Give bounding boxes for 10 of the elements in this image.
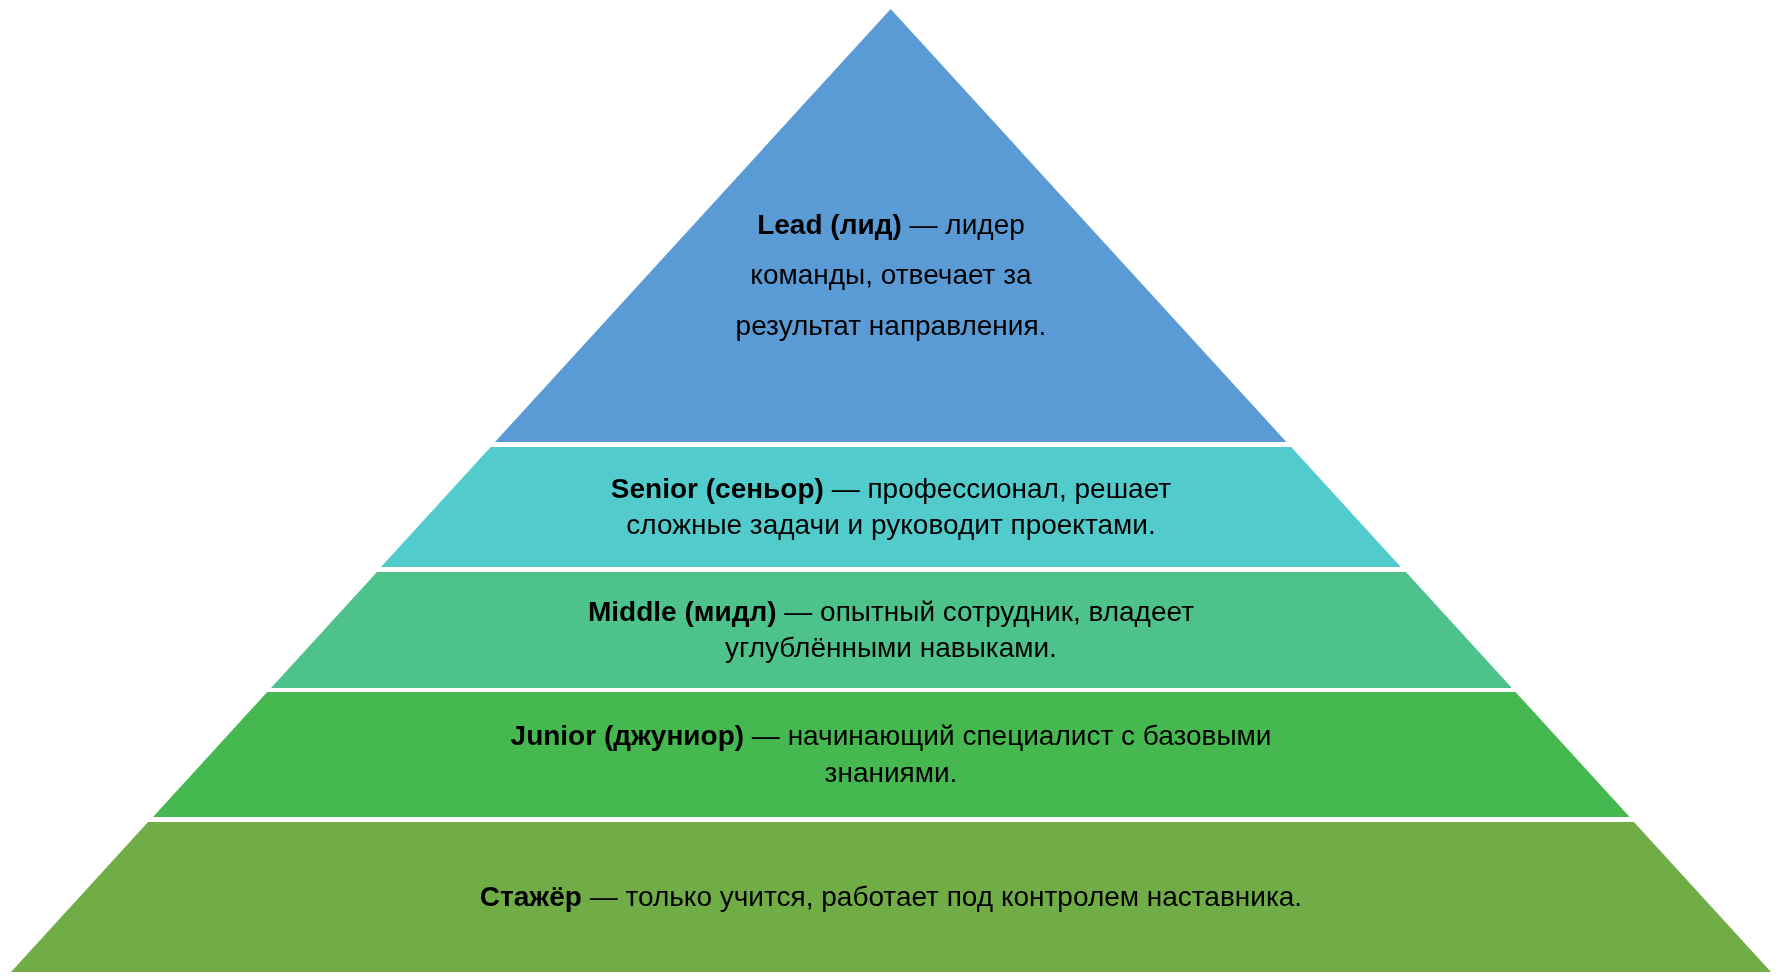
pyramid-tier bbox=[152, 692, 1630, 817]
pyramid-tier bbox=[381, 447, 1401, 567]
tier-description: Стажёр — только учится, работает под контролем наставника. bbox=[479, 879, 1303, 914]
tier-description: Junior (джуниор) — начинающий специалист с базовыми знаниями. bbox=[509, 719, 1273, 790]
tier-description: Senior (сеньор) — профессионал, решает сложные задачи и руководит проектами. bbox=[609, 471, 1173, 542]
pyramid-tier bbox=[270, 572, 1512, 688]
tier-description: Middle (мидл) — опытный сотрудник, владеет углублёнными навыками. bbox=[586, 594, 1195, 665]
tier-description: Lead (лид) — лидер команды, отвечает за результат направления. bbox=[734, 207, 1048, 343]
pyramid-tier bbox=[11, 822, 1771, 972]
pyramid-tier bbox=[495, 9, 1287, 442]
